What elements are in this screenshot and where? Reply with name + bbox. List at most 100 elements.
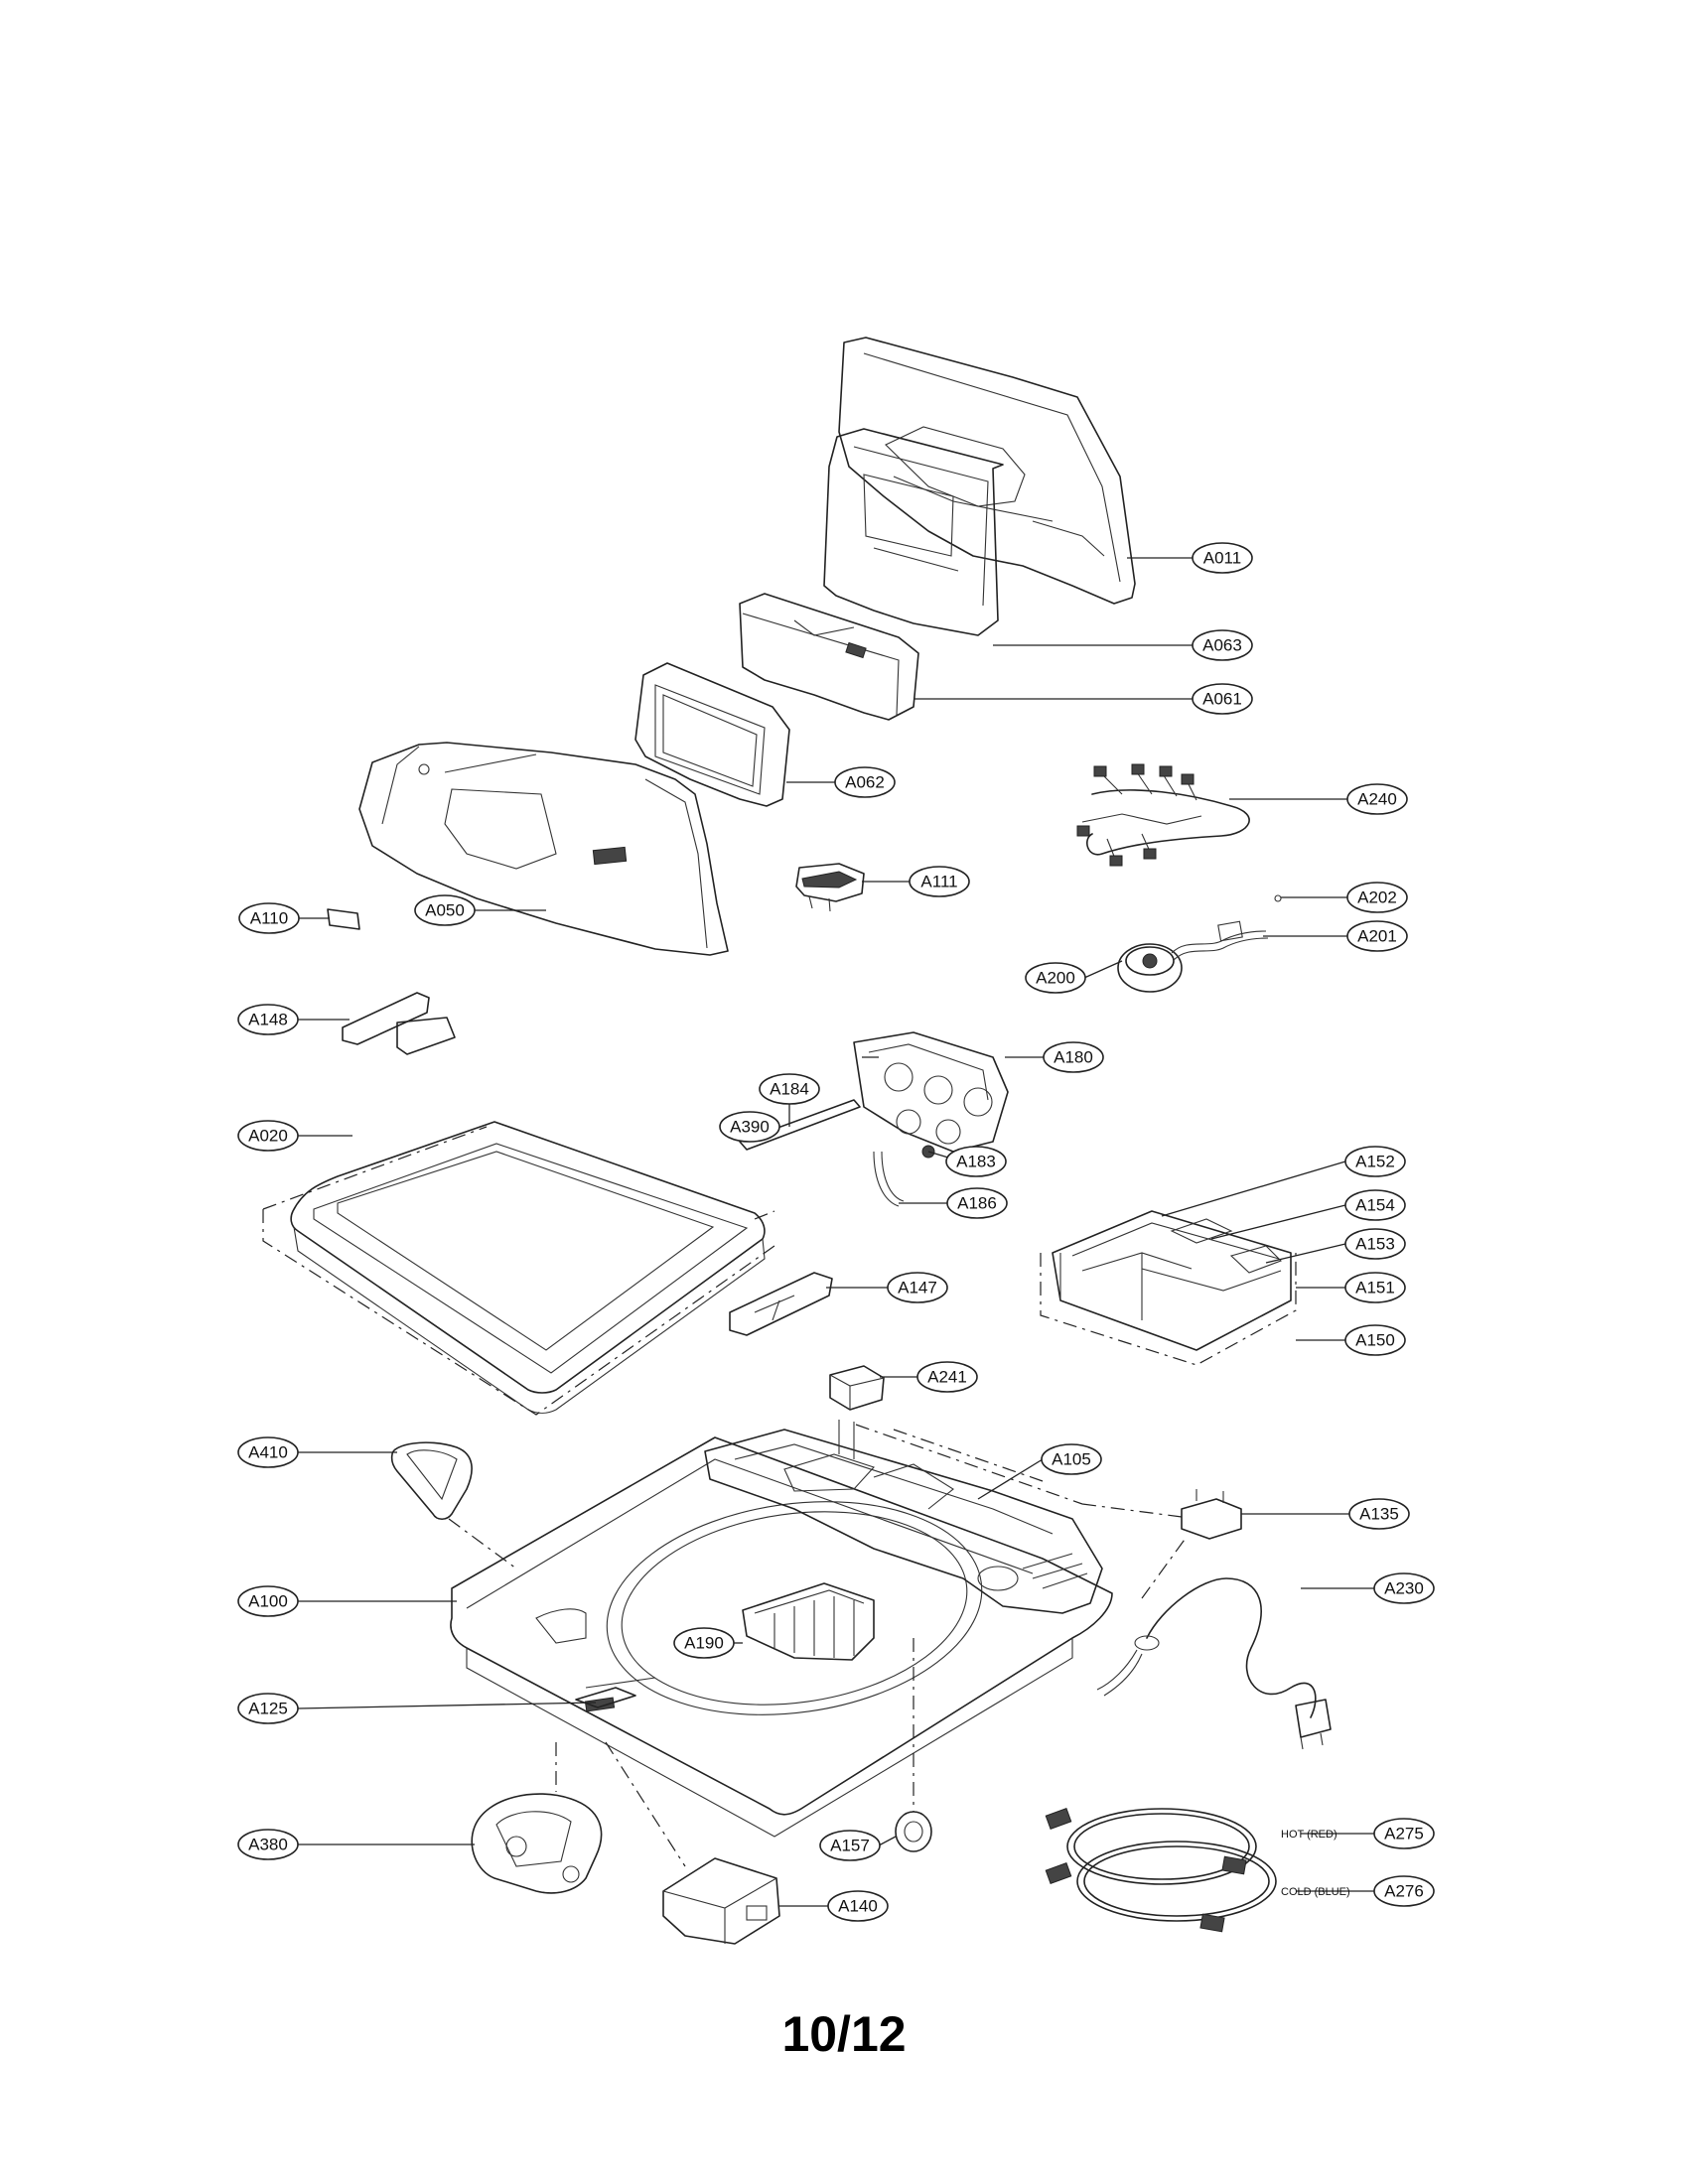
hinge-bracket-right (729, 1272, 833, 1336)
lid-lock-button (575, 1687, 636, 1708)
svg-text:A240: A240 (1357, 790, 1397, 809)
callout-a111: A111 (909, 866, 970, 897)
callout-a230: A230 (1373, 1572, 1435, 1604)
callout-a380: A380 (237, 1829, 299, 1860)
callout-a201: A201 (1346, 920, 1408, 952)
top-cover (450, 1436, 1113, 1838)
svg-text:A390: A390 (730, 1118, 770, 1137)
svg-text:A110: A110 (250, 909, 288, 928)
pump-funnel (390, 1441, 473, 1521)
svg-text:A151: A151 (1355, 1279, 1395, 1297)
callout-a390: A390 (719, 1111, 780, 1143)
control-box (662, 1857, 780, 1945)
svg-text:A200: A200 (1036, 969, 1075, 988)
svg-text:A186: A186 (957, 1194, 997, 1213)
top-cover-frame (704, 1420, 1103, 1614)
callout-a410: A410 (237, 1436, 299, 1468)
callout-a153: A153 (1344, 1228, 1406, 1260)
svg-text:A183: A183 (956, 1153, 996, 1171)
hot-hose-note: HOT (RED) (1281, 1829, 1337, 1841)
svg-text:A148: A148 (248, 1011, 288, 1029)
svg-text:A050: A050 (425, 901, 465, 920)
svg-text:A105: A105 (1052, 1450, 1091, 1469)
cold-hose-note: COLD (BLUE) (1281, 1886, 1350, 1898)
noise-filter-box (829, 1365, 885, 1411)
lid-switch (795, 863, 865, 912)
water-inlet-valve-assembly (739, 1031, 1009, 1207)
lid-assembly (262, 1121, 775, 1416)
callout-a100: A100 (237, 1585, 299, 1617)
callout-a276: A276 (1373, 1875, 1435, 1907)
svg-text:A152: A152 (1355, 1153, 1395, 1171)
svg-text:A276: A276 (1384, 1882, 1424, 1901)
callout-a147: A147 (887, 1272, 948, 1303)
svg-text:A410: A410 (248, 1443, 288, 1462)
callout-a061: A061 (1192, 683, 1253, 715)
svg-text:A184: A184 (770, 1080, 809, 1099)
callout-a202: A202 (1346, 882, 1408, 913)
callout-a020: A020 (237, 1120, 299, 1152)
pcb-assembly (739, 593, 919, 721)
svg-text:A201: A201 (1357, 927, 1397, 946)
callout-a180: A180 (1043, 1041, 1104, 1073)
drain-pump-housing (471, 1793, 603, 1894)
callout-a011: A011 (1192, 542, 1253, 574)
svg-text:A135: A135 (1359, 1505, 1399, 1524)
drain-cap (895, 1811, 932, 1852)
svg-text:A150: A150 (1355, 1331, 1395, 1350)
callout-a152: A152 (1344, 1146, 1406, 1177)
svg-text:A154: A154 (1355, 1196, 1395, 1215)
svg-text:A147: A147 (898, 1279, 937, 1297)
callout-a154: A154 (1344, 1189, 1406, 1221)
power-cord (1096, 1577, 1332, 1750)
hinge-bracket-left (342, 992, 456, 1055)
svg-text:A230: A230 (1384, 1579, 1424, 1598)
callout-a105: A105 (1041, 1443, 1102, 1475)
callout-a240: A240 (1346, 783, 1408, 815)
wire-harness (1076, 763, 1250, 867)
callout-a241: A241 (916, 1361, 978, 1393)
lint-filter (742, 1582, 875, 1661)
callout-a275: A275 (1373, 1818, 1435, 1849)
page-number: 10/12 (781, 2006, 907, 2062)
callout-a150: A150 (1344, 1324, 1406, 1356)
svg-text:A180: A180 (1054, 1048, 1093, 1067)
svg-text:A275: A275 (1384, 1825, 1424, 1843)
callout-a140: A140 (827, 1890, 889, 1922)
power-cord-bracket (1181, 1489, 1242, 1540)
callout-a200: A200 (1025, 962, 1086, 994)
callout-a151: A151 (1344, 1272, 1406, 1303)
display-frame (634, 662, 790, 807)
callout-a135: A135 (1348, 1498, 1410, 1530)
inlet-hoses (1045, 1808, 1277, 1933)
svg-text:A202: A202 (1357, 888, 1397, 907)
callout-a050: A050 (414, 894, 476, 926)
callout-a190: A190 (673, 1627, 735, 1659)
detergent-dispenser (1040, 1210, 1297, 1366)
assembly-lines (448, 1424, 1188, 1867)
svg-text:A241: A241 (927, 1368, 967, 1387)
callout-a183: A183 (945, 1146, 1007, 1177)
svg-text:A111: A111 (920, 873, 957, 891)
callouts: A011 A063 A061 A062 A240 A111 A202 A110 … (237, 542, 1435, 1922)
callout-a062: A062 (834, 766, 896, 798)
callout-a125: A125 (237, 1693, 299, 1724)
svg-text:A190: A190 (684, 1634, 724, 1653)
svg-text:A157: A157 (830, 1837, 870, 1855)
svg-text:A062: A062 (845, 773, 885, 792)
callout-a157: A157 (819, 1830, 881, 1861)
svg-text:A125: A125 (248, 1700, 288, 1718)
callout-a110: A110 (238, 902, 300, 934)
svg-text:A380: A380 (248, 1836, 288, 1854)
svg-text:A153: A153 (1355, 1235, 1395, 1254)
badge-part (327, 908, 360, 930)
svg-text:A011: A011 (1203, 549, 1241, 568)
svg-text:A100: A100 (248, 1592, 288, 1611)
pressure-sensor (1117, 894, 1282, 993)
svg-text:A063: A063 (1202, 636, 1242, 655)
backsplash-rear-cover (838, 337, 1136, 605)
callout-a148: A148 (237, 1004, 299, 1035)
rear-panel (823, 428, 1004, 636)
callout-a063: A063 (1192, 629, 1253, 661)
